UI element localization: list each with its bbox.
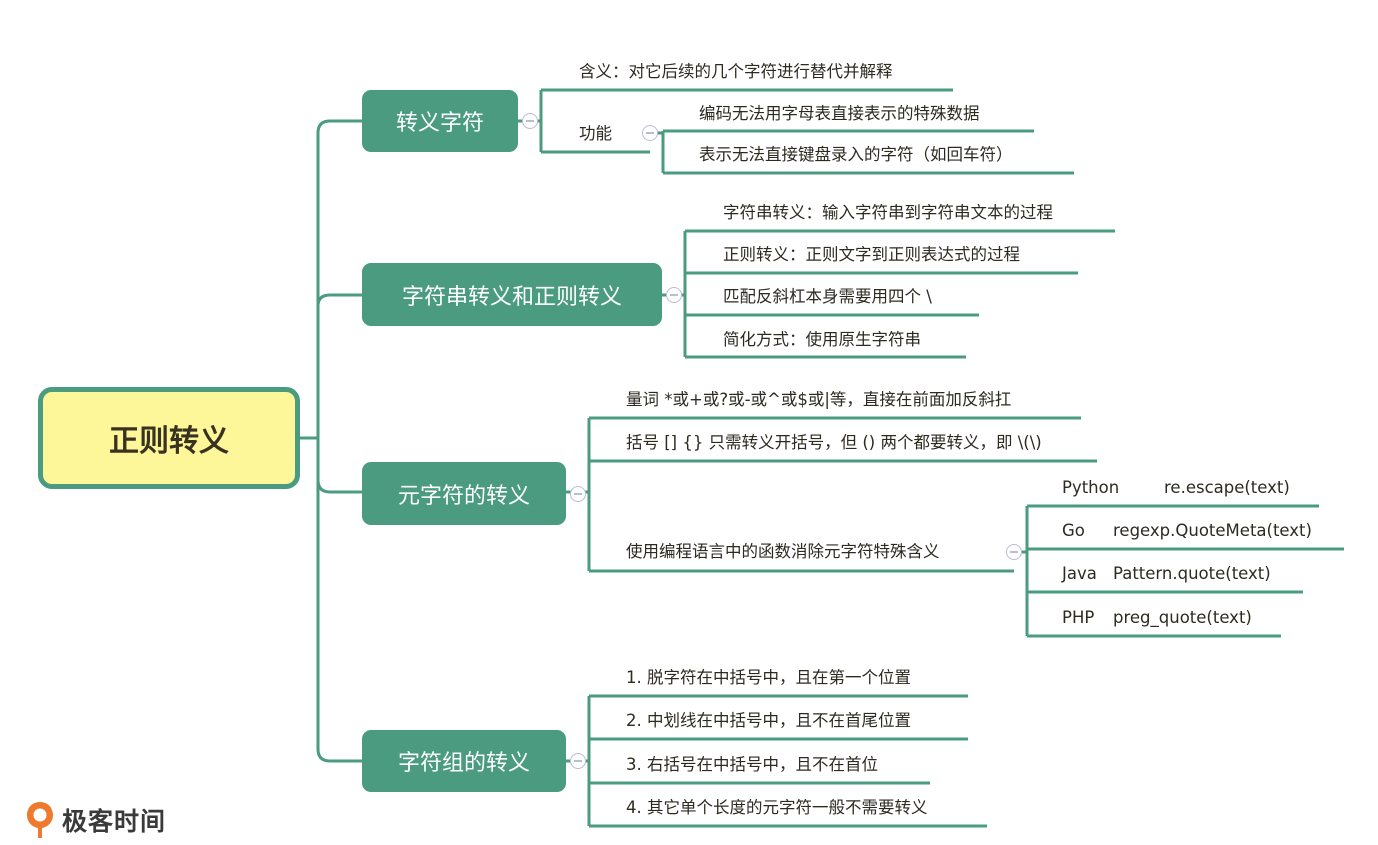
leaf-regex-escape[interactable]: 正则转义：正则文字到正则表达式的过程 [723, 245, 1020, 264]
collapse-toggle-icon[interactable] [1006, 544, 1022, 560]
leaf-raw-string[interactable]: 简化方式：使用原生字符串 [723, 330, 921, 349]
leaf-lang-python[interactable]: Python [1062, 478, 1120, 497]
branch-string-and-regex-escape[interactable]: 字符串转义和正则转义 [362, 263, 662, 326]
leaf-function[interactable]: 功能 [579, 124, 612, 143]
branch-metachar-escape[interactable]: 元字符的转义 [362, 462, 566, 525]
leaf-func-java[interactable]: Pattern.quote(text) [1113, 564, 1271, 583]
leaf-function-encode[interactable]: 编码无法用字母表直接表示的特殊数据 [699, 104, 980, 123]
branch-escape-characters[interactable]: 转义字符 [362, 90, 518, 152]
trunk-vertical [316, 119, 331, 763]
b3-sub-spine [1014, 506, 1029, 636]
connector-branch-2 [316, 293, 362, 307]
leaf-backslash[interactable]: 匹配反斜杠本身需要用四个 \ [723, 287, 932, 306]
leaf-caret-rule[interactable]: 1. 脱字符在中括号中，且在第一个位置 [626, 668, 911, 687]
branch-char-class-escape[interactable]: 字符组的转义 [362, 730, 566, 792]
brand-logo: 极客时间 [24, 800, 166, 840]
leaf-string-escape[interactable]: 字符串转义：输入字符串到字符串文本的过程 [723, 203, 1053, 222]
leaf-quantifiers[interactable]: 量词 *或+或?或-或^或$或|等，直接在前面加反斜扛 [626, 390, 1012, 409]
leaf-func-go[interactable]: regexp.QuoteMeta(text) [1113, 521, 1312, 540]
leaf-meaning[interactable]: 含义：对它后续的几个字符进行替代并解释 [579, 62, 893, 81]
root-topic[interactable]: 正则转义 [38, 387, 300, 489]
leaf-lang-go[interactable]: Go [1062, 521, 1085, 540]
collapse-toggle-icon[interactable] [642, 125, 658, 141]
leaf-lang-php[interactable]: PHP [1062, 608, 1095, 627]
collapse-toggle-icon[interactable] [570, 486, 586, 502]
leaf-hyphen-rule[interactable]: 2. 中划线在中括号中，且不在首尾位置 [626, 711, 911, 730]
collapse-toggle-icon[interactable] [666, 287, 682, 303]
leaf-lang-java[interactable]: Java [1062, 564, 1097, 583]
connector-branch-3 [316, 479, 362, 494]
collapse-toggle-icon[interactable] [570, 753, 586, 769]
leaf-language-functions[interactable]: 使用编程语言中的函数消除元字符特殊含义 [626, 542, 940, 561]
leaf-func-python[interactable]: re.escape(text) [1164, 478, 1290, 497]
leaf-function-keyboard[interactable]: 表示无法直接键盘录入的字符（如回车符） [699, 145, 1013, 164]
leaf-other-metachar-rule[interactable]: 4. 其它单个长度的元字符一般不需要转义 [626, 798, 928, 817]
leaf-func-php[interactable]: preg_quote(text) [1113, 608, 1252, 627]
leaf-bracket-rule[interactable]: 3. 右括号在中括号中，且不在首位 [626, 755, 878, 774]
geektime-logo-icon [27, 802, 53, 838]
logo-text: 极客时间 [62, 807, 167, 836]
collapse-toggle-icon[interactable] [522, 113, 538, 129]
leaf-brackets[interactable]: 括号 [] {} 只需转义开括号，但 () 两个都要转义，即 \(\) [626, 433, 1042, 452]
